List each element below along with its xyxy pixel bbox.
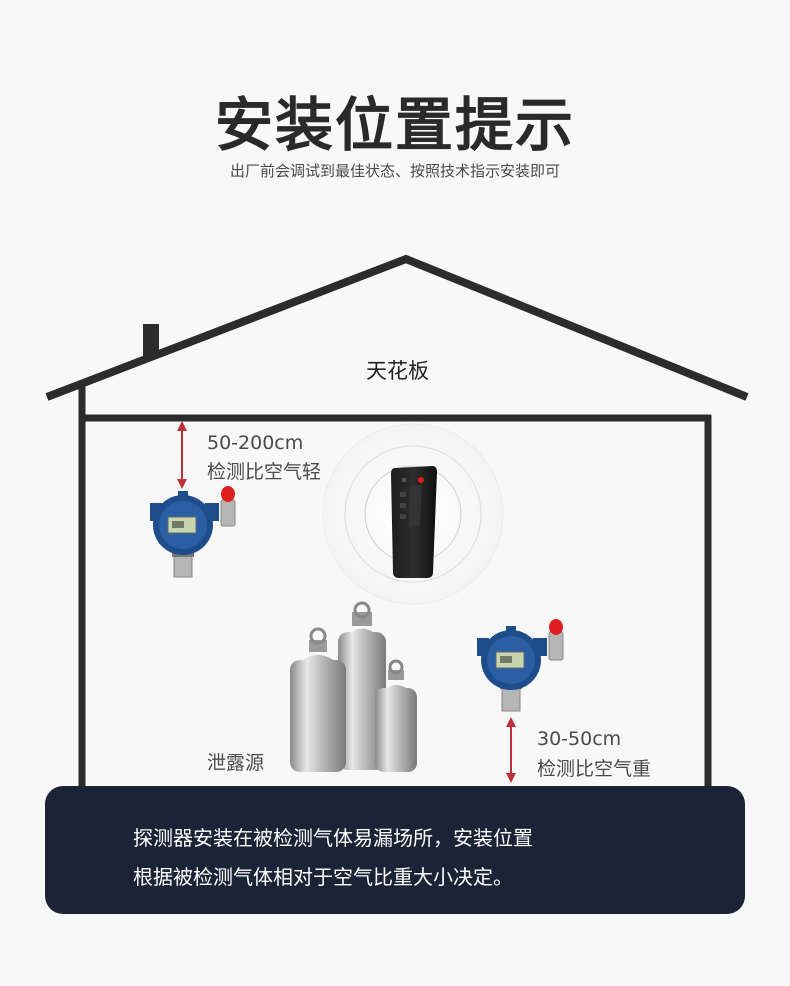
- chimney: [143, 324, 159, 356]
- roof: [45, 254, 749, 401]
- bottom-detection-note: 检测比空气重: [537, 758, 652, 780]
- page-subtitle: 出厂前会调试到最佳状态、按照技术指示安装即可: [229, 162, 560, 180]
- gas-detector-bottom: [477, 619, 564, 712]
- gas-detector-top: [150, 486, 236, 578]
- top-detection-note: 检测比空气轻: [207, 461, 322, 483]
- info-panel: 探测器安装在被检测气体易漏场所，安装位置 根据被检测气体相对于空气比重大小决定。: [45, 786, 745, 914]
- page-title: 安装位置提示: [214, 91, 575, 159]
- leak-source-label: 泄露源: [207, 752, 265, 774]
- remote-controller: [391, 466, 437, 578]
- info-line-2: 根据被检测气体相对于空气比重大小决定。: [133, 865, 513, 889]
- top-distance-arrow: [177, 421, 187, 489]
- gas-cylinders: [290, 601, 417, 772]
- bottom-distance-arrow: [506, 717, 516, 783]
- info-line-1: 探测器安装在被检测气体易漏场所，安装位置: [133, 826, 533, 850]
- top-distance-label: 50-200cm: [207, 432, 304, 454]
- house-walls: [78, 383, 712, 786]
- bottom-distance-label: 30-50cm: [537, 728, 622, 750]
- ceiling-label: 天花板: [366, 359, 429, 383]
